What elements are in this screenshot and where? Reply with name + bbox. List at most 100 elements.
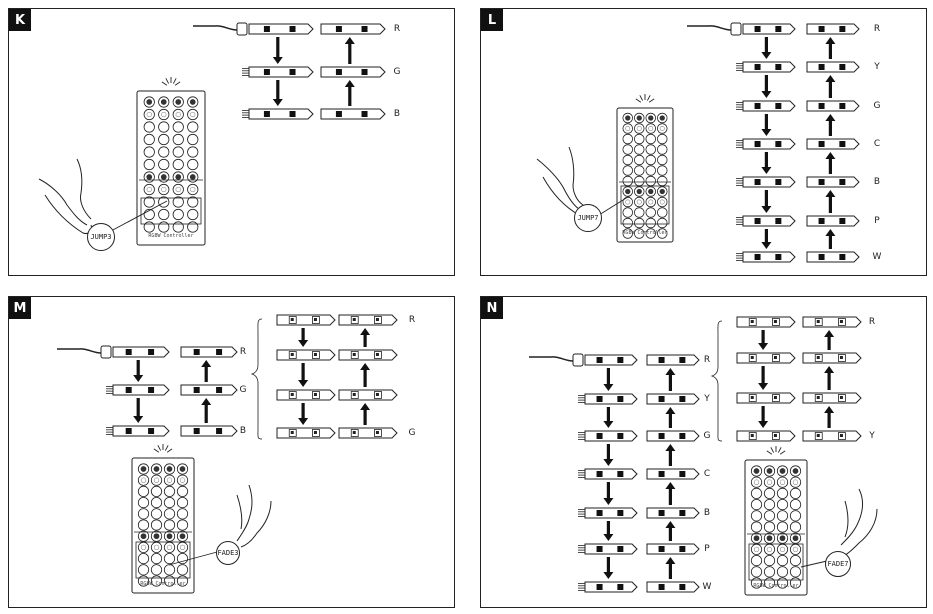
arrow-head xyxy=(825,152,836,159)
strip-body xyxy=(646,543,700,555)
remote-button-icon xyxy=(779,468,786,474)
led-dot xyxy=(816,396,820,399)
remote-button xyxy=(645,133,656,145)
remote-button xyxy=(158,121,170,133)
led-chip xyxy=(361,69,368,75)
led-chip xyxy=(216,387,223,393)
led-strip xyxy=(687,22,796,36)
color-label: C xyxy=(703,469,711,479)
strip-body xyxy=(742,215,796,227)
arrow-head xyxy=(825,190,836,197)
remote-button-icon xyxy=(753,535,760,542)
remote-button xyxy=(176,552,189,565)
led-chip xyxy=(596,396,603,402)
strip-body xyxy=(338,389,398,401)
remote-button-glyph xyxy=(175,186,181,193)
arrow-head xyxy=(603,534,614,541)
strip-body xyxy=(584,468,638,480)
led-strip xyxy=(646,581,700,593)
remote-button-glyph xyxy=(659,199,665,205)
led-chip xyxy=(289,69,296,75)
strip-body xyxy=(646,430,700,442)
remote-button xyxy=(158,133,170,146)
ir-signal-icon xyxy=(153,448,160,453)
mode-label-bubble: FADE7 xyxy=(825,551,851,577)
led-chip xyxy=(818,141,825,147)
arrow-down-icon xyxy=(758,406,769,428)
arrow-head xyxy=(272,57,283,64)
arrow-down-icon xyxy=(603,368,614,391)
led-strip xyxy=(320,108,386,120)
remote-button xyxy=(143,121,155,133)
remote-button-icon xyxy=(160,174,167,180)
arrow-up-icon xyxy=(344,37,355,64)
led-strip xyxy=(242,66,314,78)
remote-button xyxy=(763,543,776,555)
remote-button xyxy=(176,474,189,486)
arrow-up-icon xyxy=(665,407,676,428)
color-label: B xyxy=(703,508,711,518)
remote-button xyxy=(150,564,163,576)
arrow-head xyxy=(824,330,835,337)
led-strip xyxy=(578,430,638,442)
strip-body xyxy=(584,354,638,366)
remote-button-glyph xyxy=(779,479,786,485)
arrow-down-icon xyxy=(761,229,772,249)
remote-button xyxy=(776,499,789,511)
arrow-up-icon xyxy=(825,152,836,174)
strip-body xyxy=(646,468,700,480)
highlight-box xyxy=(748,543,804,581)
strip-body xyxy=(248,66,314,78)
led-chip xyxy=(839,103,846,109)
remote-button-glyph xyxy=(659,126,665,131)
arrow-up-icon xyxy=(825,114,836,136)
remote-button xyxy=(789,487,802,499)
remote-button xyxy=(143,196,155,208)
arrow-down-icon xyxy=(603,482,614,505)
cable xyxy=(193,25,238,31)
led-chip xyxy=(679,584,686,590)
arrow-head xyxy=(360,403,371,410)
remote-button xyxy=(158,108,170,121)
arrow-up-icon xyxy=(825,37,836,59)
remote-button-icon xyxy=(166,466,173,472)
remote-button xyxy=(622,217,633,229)
remote-button xyxy=(763,487,776,499)
remote-button xyxy=(622,165,633,176)
arrow-head xyxy=(133,416,144,423)
led-strip xyxy=(806,251,860,263)
arrow-head xyxy=(761,242,772,249)
color-label: R xyxy=(393,24,401,34)
plug-icon xyxy=(100,345,112,359)
led-strip xyxy=(736,316,796,328)
remote-button xyxy=(143,158,155,171)
arrow-up-icon xyxy=(665,557,676,579)
led-chip xyxy=(596,357,603,363)
color-label: W xyxy=(702,582,712,592)
led-strip xyxy=(802,392,862,404)
color-label: P xyxy=(704,544,710,554)
remote-button-icon xyxy=(175,99,182,105)
remote-button xyxy=(622,207,633,218)
arrow-down-icon xyxy=(298,363,309,387)
remote-button xyxy=(172,208,184,221)
arrow-head xyxy=(665,557,676,564)
remote-button xyxy=(176,519,189,531)
led-strip xyxy=(646,430,700,442)
led-strip xyxy=(736,251,796,263)
remote-button-glyph xyxy=(166,477,173,483)
remote-button xyxy=(176,485,189,497)
led-strip xyxy=(276,427,336,439)
remote-button xyxy=(634,123,645,134)
led-strip xyxy=(578,581,638,593)
arrow-down-icon xyxy=(298,328,309,347)
remote-label: RGBW Controller xyxy=(753,583,799,589)
arrow-head xyxy=(758,343,769,350)
led-chip xyxy=(289,111,296,117)
strip-body xyxy=(806,23,860,35)
remote-button xyxy=(172,221,184,233)
panel-badge: M xyxy=(9,297,31,319)
led-chip xyxy=(125,428,132,434)
plug-icon xyxy=(730,22,742,36)
